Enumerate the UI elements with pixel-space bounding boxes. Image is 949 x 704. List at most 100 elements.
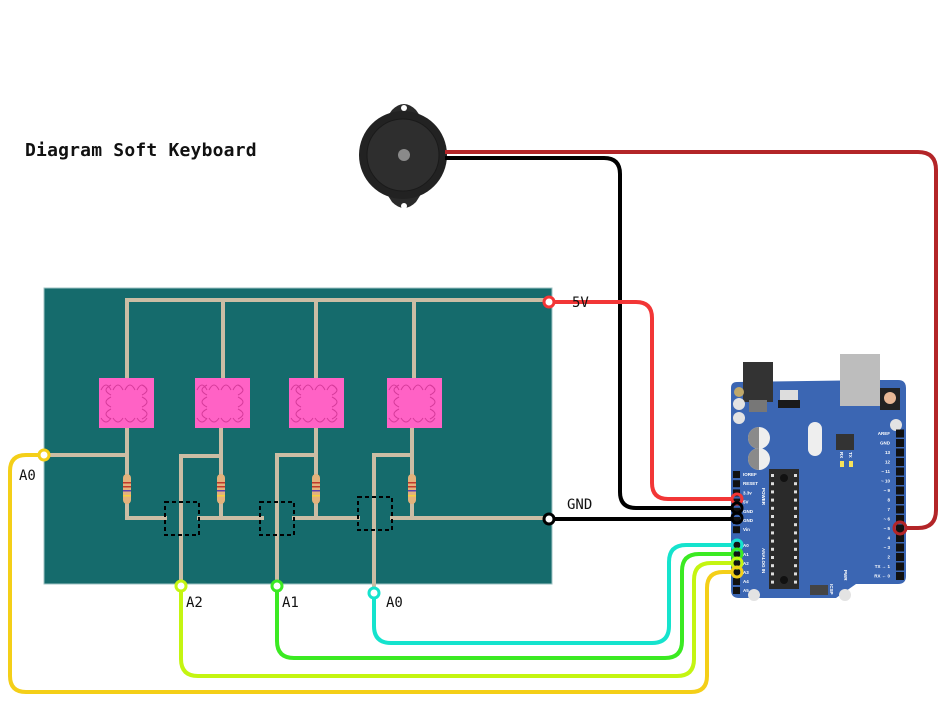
digital-header-pin[interactable] (896, 429, 904, 438)
dc-jack (743, 362, 773, 402)
label-a1: A1 (282, 595, 299, 611)
power-pin-label: GND (743, 509, 754, 514)
arduino-pin-a3[interactable] (730, 565, 744, 579)
board-pin-a2[interactable] (174, 579, 188, 593)
resistor-band (123, 495, 131, 497)
analog-header-pin[interactable] (733, 551, 740, 558)
soft-key-texture (196, 384, 244, 423)
soft-key-1[interactable] (99, 378, 154, 428)
analog-header-pin[interactable] (733, 542, 740, 549)
digital-header-pin[interactable] (896, 496, 904, 504)
resistor (123, 474, 131, 504)
digital-pin-label: ~ 6 (884, 517, 891, 522)
resistor-body (408, 474, 416, 504)
digital-header-pin[interactable] (896, 524, 904, 533)
chip-pin (794, 531, 797, 535)
pin-markers (37, 295, 908, 600)
atmega-notch (780, 474, 788, 482)
digital-header-pin[interactable] (896, 477, 904, 485)
digital-pin-label: 7 (887, 507, 890, 512)
soft-key-3[interactable] (289, 378, 344, 428)
mount-hole-2 (733, 398, 745, 410)
chip-pin (771, 482, 774, 486)
digital-header-pin[interactable] (896, 458, 904, 466)
wire-a2[interactable] (179, 561, 737, 678)
digital-pin-label: TX → 1 (875, 564, 891, 569)
power-pin-label: IOREF (743, 472, 757, 477)
chip-pin (794, 515, 797, 518)
soft-key-2[interactable] (195, 378, 250, 428)
arduino-pin-gnd-2[interactable] (730, 511, 744, 525)
icsp-label: ICSP (829, 584, 834, 595)
chip-pin (771, 515, 774, 518)
resistor (312, 474, 320, 504)
power-pin-label: RESET (743, 481, 758, 486)
wire-buzzer-to-pin7[interactable] (445, 150, 938, 530)
pwr-led-label: PWR (843, 570, 848, 581)
wire-buzzer-to-gnd[interactable] (445, 156, 737, 510)
chip-pin (794, 564, 797, 568)
resistor-band (123, 482, 131, 484)
digital-header-pin[interactable] (896, 562, 904, 571)
digital-pin-label: RX ← 0 (874, 574, 890, 579)
power-header-label: POWER (761, 488, 766, 506)
power-header-pin[interactable] (733, 480, 740, 488)
digital-header-pin[interactable] (896, 505, 904, 514)
digital-header-pin[interactable] (896, 543, 904, 552)
chip-pin (771, 498, 774, 502)
arduino-pin-7[interactable] (892, 520, 908, 536)
tx-led (849, 461, 853, 467)
wire-a0-edge[interactable] (8, 453, 737, 694)
power-header-pin[interactable] (733, 517, 740, 524)
digital-header-pin[interactable] (896, 553, 904, 561)
soft-key-4[interactable] (387, 378, 442, 428)
analog-header-pin[interactable] (733, 578, 740, 585)
arduino-uno[interactable]: IOREFRESET3.3v5VGNDGNDVinA0A1A2A3A4A5POW… (731, 354, 906, 601)
trace-key4-down (372, 426, 414, 592)
chip-pin (794, 506, 797, 510)
analog-pin-label: A0 (743, 543, 749, 548)
board-pin-a1[interactable] (270, 579, 284, 593)
board-pin-5v[interactable] (542, 295, 556, 309)
digital-pin-label: 8 (887, 498, 890, 503)
digital-header-pin[interactable] (896, 448, 904, 457)
label-a0: A0 (386, 595, 403, 611)
trace-key1-down (125, 426, 167, 520)
soft-key-texture (290, 384, 338, 423)
board-pin-a0[interactable] (367, 586, 381, 600)
power-header-pin[interactable] (733, 507, 740, 515)
power-pin-label: 5V (743, 500, 749, 505)
board-pin-a0-left[interactable] (37, 448, 51, 462)
wire-a1[interactable] (275, 552, 737, 660)
wire-5v[interactable] (549, 300, 737, 501)
digital-header-pin[interactable] (896, 439, 904, 447)
analog-header-pin[interactable] (733, 569, 740, 576)
digital-header-pin[interactable] (896, 515, 904, 523)
resistor-body (312, 474, 320, 504)
resistor-band (312, 495, 320, 497)
power-header-pin[interactable] (733, 526, 740, 534)
keyboard-board (43, 287, 553, 585)
wire-a0-key4[interactable] (372, 543, 737, 645)
resistor-band (217, 495, 225, 497)
power-header-pin[interactable] (733, 471, 740, 478)
digital-header-pin[interactable] (896, 467, 904, 476)
usb-mcu (836, 434, 854, 450)
resistor-band (312, 482, 320, 484)
chip-pin (794, 482, 797, 486)
reset-button-cap[interactable] (884, 392, 896, 404)
chip-pin (771, 474, 774, 477)
label-5v: 5V (572, 295, 589, 311)
analog-header-pin[interactable] (733, 587, 740, 594)
digital-header-pin[interactable] (896, 572, 904, 580)
digital-header-pin[interactable] (896, 486, 904, 495)
atmega-dot (780, 576, 788, 584)
analog-pin-label: A4 (743, 579, 749, 584)
piezo-buzzer[interactable] (359, 104, 447, 209)
analog-header-pin[interactable] (733, 560, 740, 567)
digital-header-pin[interactable] (896, 534, 904, 542)
resistor-band (408, 486, 416, 488)
resistors (123, 474, 416, 504)
board-pin-gnd[interactable] (542, 512, 556, 526)
